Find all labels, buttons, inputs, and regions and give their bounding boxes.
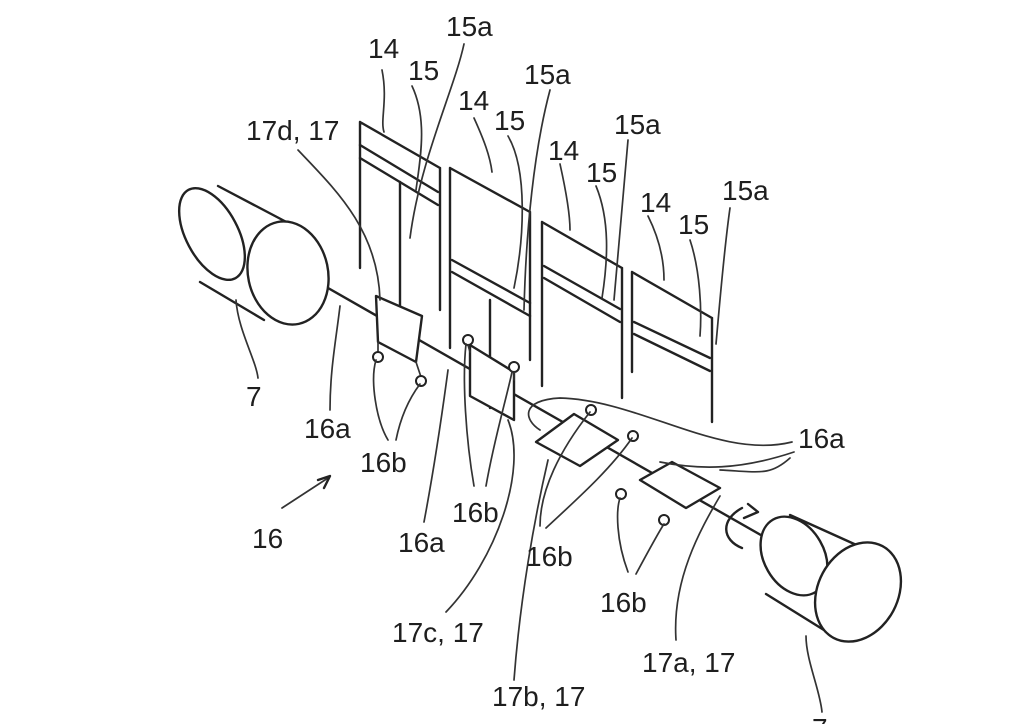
rotation-arrow-icon — [725, 502, 760, 550]
label-14: 14 — [640, 187, 671, 218]
terminals — [372, 334, 670, 526]
label-15: 15 — [494, 105, 525, 136]
left-motor-cylinder — [177, 184, 330, 326]
crank-electrode-17b — [534, 412, 620, 468]
label-14: 14 — [368, 33, 399, 64]
label-17c-17: 17c, 17 — [392, 617, 484, 648]
label-15: 15 — [678, 209, 709, 240]
label-7-left: 7 — [246, 381, 262, 412]
crank-electrode-17a — [638, 460, 722, 510]
label-17b-17: 17b, 17 — [492, 681, 585, 712]
label-16: 16 — [252, 523, 283, 554]
terminal — [585, 404, 597, 416]
right-motor-cylinder — [759, 513, 903, 643]
labels: 14 15 15a 14 15 15a 14 15 15a 14 15 15a … — [246, 11, 845, 724]
label-16b-lower: 16b — [526, 541, 573, 572]
shaft — [298, 270, 782, 548]
crank-electrode-17d — [374, 294, 424, 381]
label-15a: 15a — [446, 11, 493, 42]
label-15: 15 — [408, 55, 439, 86]
plate-assembly-4 — [630, 270, 714, 424]
label-14: 14 — [548, 135, 579, 166]
label-15a: 15a — [722, 175, 769, 206]
leader-lines — [235, 43, 823, 713]
plate-assembly-3 — [540, 220, 624, 400]
label-16a-left: 16a — [304, 413, 351, 444]
plate-assembly-2 — [448, 166, 532, 410]
label-16b-left: 16b — [360, 447, 407, 478]
terminal — [627, 430, 639, 442]
label-14: 14 — [458, 85, 489, 116]
label-15a: 15a — [524, 59, 571, 90]
terminal — [415, 375, 427, 387]
label-16b-right: 16b — [600, 587, 647, 618]
label-7-right: 7 — [812, 713, 828, 724]
terminal — [372, 351, 384, 363]
label-16a-right: 16a — [798, 423, 845, 454]
label-15a: 15a — [614, 109, 661, 140]
terminal — [462, 334, 474, 346]
plate-assembly-1 — [358, 120, 442, 324]
label-17d-17: 17d, 17 — [246, 115, 339, 146]
label-16b-mid: 16b — [452, 497, 499, 528]
label-17a-17: 17a, 17 — [642, 647, 735, 678]
label-16a-mid: 16a — [398, 527, 445, 558]
terminal — [508, 361, 520, 373]
terminal — [615, 488, 627, 500]
label-15: 15 — [586, 157, 617, 188]
